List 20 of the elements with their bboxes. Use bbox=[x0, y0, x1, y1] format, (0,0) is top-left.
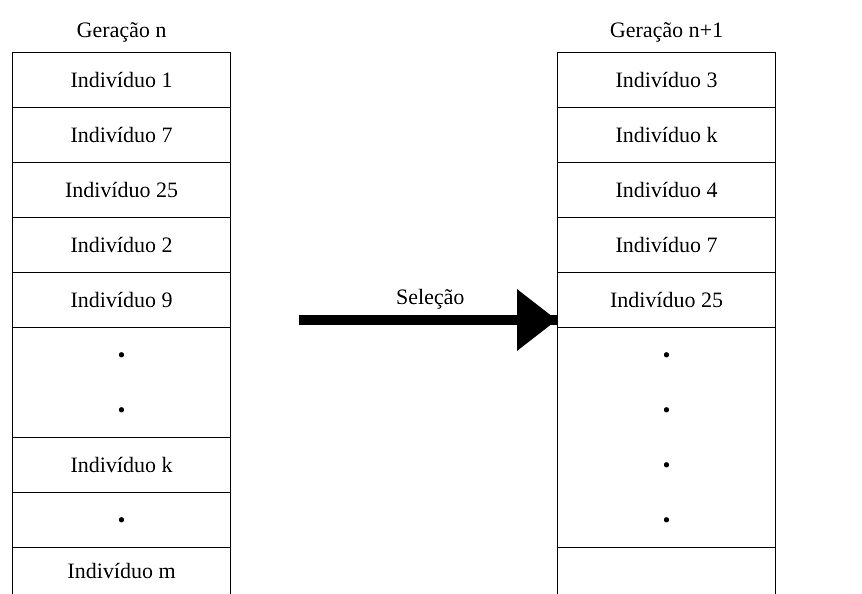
table-cell: Indivíduo k bbox=[12, 437, 231, 493]
table-cell: • • bbox=[12, 327, 231, 438]
table-cell: Indivíduo 25 bbox=[557, 272, 776, 328]
table-cell: • bbox=[12, 492, 231, 548]
table-cell: Indivíduo 2 bbox=[12, 217, 231, 273]
table-cell: Indivíduo 3 bbox=[557, 52, 776, 108]
arrow bbox=[299, 289, 557, 351]
table-cell: • • • • bbox=[557, 327, 776, 548]
table-cell: Indivíduo 1 bbox=[12, 52, 231, 108]
table-cell bbox=[557, 547, 776, 594]
table-cell: Indivíduo 7 bbox=[12, 107, 231, 163]
table-cell: Indivíduo k bbox=[557, 107, 776, 163]
table-cell: Indivíduo 9 bbox=[12, 272, 231, 328]
column-heading: Geração n+1 bbox=[608, 16, 724, 44]
table-cell: Indivíduo 4 bbox=[557, 162, 776, 218]
column-heading: Geração n bbox=[76, 16, 168, 44]
edge-label: Seleção bbox=[396, 284, 464, 310]
table-cell: Indivíduo m bbox=[12, 547, 231, 594]
table-cell: Indivíduo 7 bbox=[557, 217, 776, 273]
table-cell: Indivíduo 25 bbox=[12, 162, 231, 218]
